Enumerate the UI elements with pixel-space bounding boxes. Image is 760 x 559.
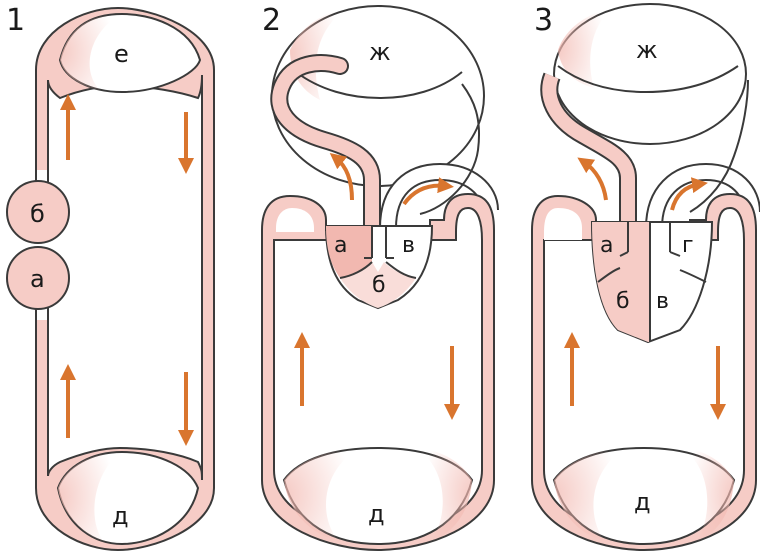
label-atrium-left: а <box>600 233 613 258</box>
label-atrium-left: а <box>334 233 347 258</box>
arrow-curved-icon <box>402 177 454 206</box>
flow-arrows <box>564 157 726 420</box>
label-bottom-organ: д <box>368 500 385 528</box>
diagram-number: 3 <box>534 3 553 38</box>
label-chamber-lower: а <box>30 265 45 293</box>
top-organ <box>553 3 747 145</box>
label-chamber-upper: б <box>30 200 45 228</box>
label-ventricle-right: в <box>656 289 669 314</box>
flow-arrows <box>60 94 194 446</box>
label-bottom-organ: д <box>112 502 129 530</box>
diagram-2: 2 а в б ж д <box>261 3 499 552</box>
arrow-curved-icon <box>670 177 708 211</box>
label-bottom-organ: д <box>634 488 651 516</box>
label-atrium-right: г <box>682 233 694 258</box>
label-top-organ: ж <box>636 36 658 64</box>
arrow-curved-icon <box>577 157 608 201</box>
diagram-number: 1 <box>6 3 25 38</box>
diagram-number: 2 <box>262 3 281 38</box>
label-atrium-right: в <box>402 233 415 258</box>
top-organ-lower-edge <box>557 65 739 94</box>
flow-arrows <box>294 152 460 420</box>
label-top-organ: ж <box>369 38 391 66</box>
top-organ-lower-edge <box>295 71 463 100</box>
arrow-curved-icon <box>329 152 354 201</box>
chamber-lower <box>6 246 70 310</box>
label-top-organ: е <box>114 40 129 68</box>
label-ventricle-left: б <box>616 289 630 314</box>
label-ventricle: б <box>372 273 386 298</box>
diagram-3: 3 а г б в ж д <box>531 3 760 552</box>
diagram-1: 1 б а е д <box>6 3 215 552</box>
chamber-upper <box>6 180 70 244</box>
